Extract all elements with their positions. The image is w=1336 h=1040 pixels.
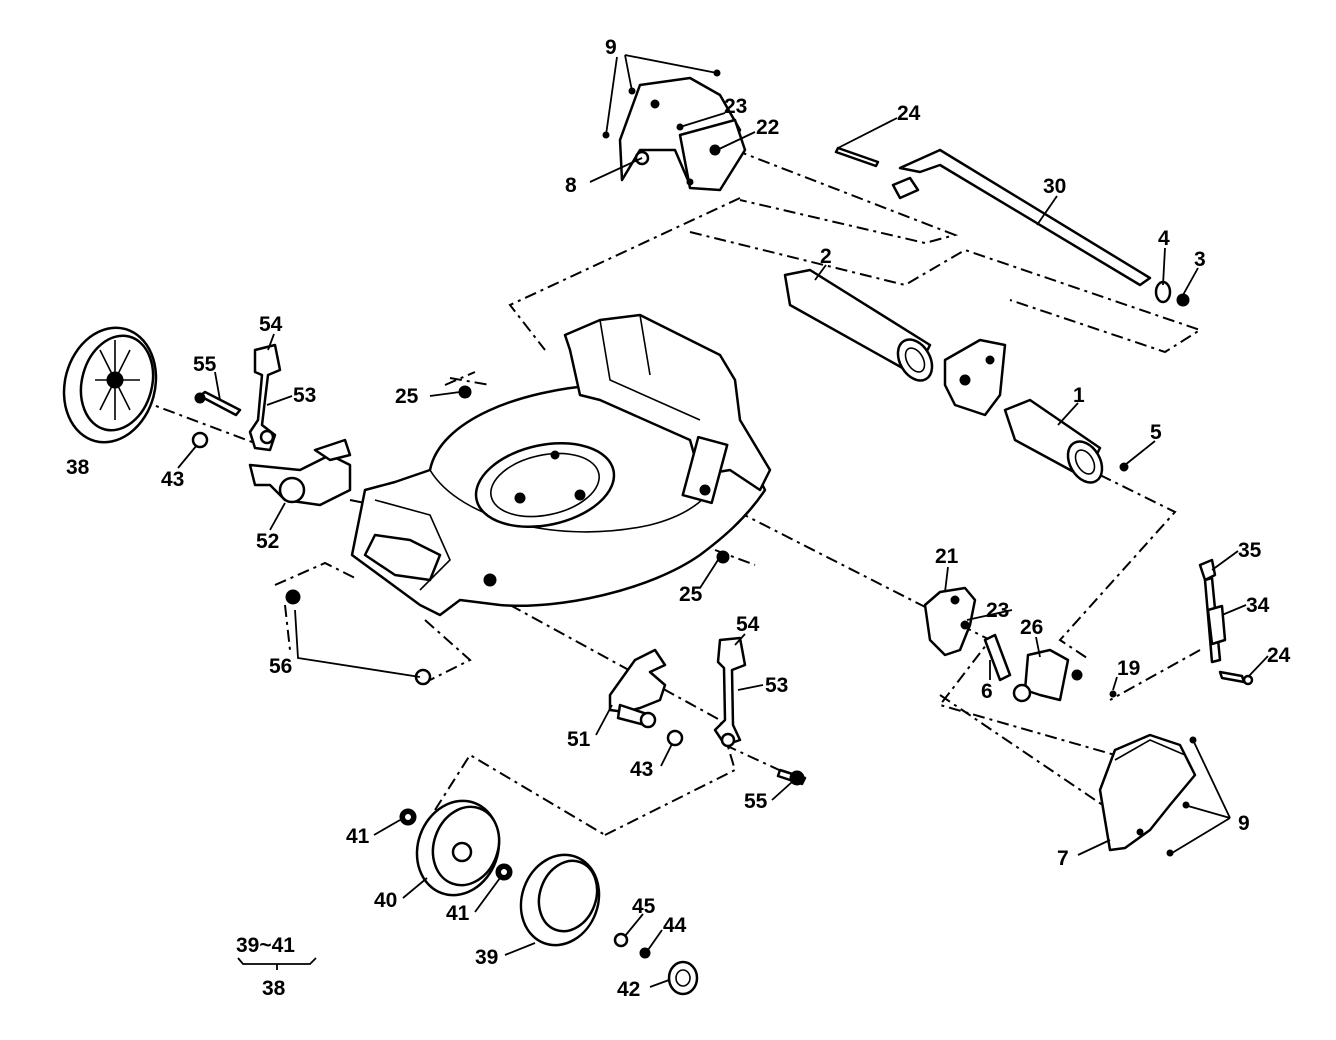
callout-19: 19 (1117, 657, 1140, 680)
callout-43-bottom: 43 (630, 758, 653, 781)
height-adjust-rod-assembly (834, 146, 1190, 307)
callout-23-right: 23 (986, 599, 1009, 622)
rear-bracket-assembly (602, 69, 747, 192)
callout-4: 4 (1158, 227, 1170, 250)
right-front-cover (1098, 733, 1197, 857)
callout-1: 1 (1073, 384, 1085, 407)
callout-35: 35 (1238, 539, 1262, 562)
callout-54-left: 54 (259, 313, 283, 336)
callout-7: 7 (1057, 847, 1069, 870)
front-wheel-parts (399, 799, 699, 996)
callout-3: 3 (1194, 248, 1206, 271)
callout-22: 22 (756, 116, 779, 139)
callout-39: 39 (475, 946, 498, 969)
left-height-lever-parts (191, 343, 352, 507)
callout-23-top: 23 (724, 95, 747, 118)
callout-43-left: 43 (161, 468, 184, 491)
callout-2: 2 (820, 245, 832, 268)
callout-24-right: 24 (1267, 644, 1291, 667)
callout-41-lower: 41 (446, 902, 470, 925)
callout-leader-lines (177, 54, 1269, 988)
callout-55-left: 55 (193, 353, 217, 376)
callout-53-bottom: 53 (765, 674, 788, 697)
callout-45: 45 (632, 895, 656, 918)
callout-40: 40 (374, 889, 397, 912)
callout-53-left: 53 (293, 384, 316, 407)
callout-56: 56 (269, 655, 292, 678)
callout-9-top: 9 (605, 36, 617, 59)
legend-assembly: 38 (262, 977, 286, 1000)
right-gear-bracket-parts (923, 586, 1117, 703)
callout-26: 26 (1020, 616, 1043, 639)
callout-38: 38 (66, 456, 90, 479)
callout-44: 44 (663, 914, 687, 937)
assembly-guide-lines (139, 149, 1203, 836)
callout-54-bottom: 54 (736, 613, 760, 636)
callout-8: 8 (565, 174, 577, 197)
front-lever-parts (608, 636, 807, 786)
callout-21: 21 (935, 545, 959, 568)
callout-51: 51 (567, 728, 591, 751)
callout-6: 6 (981, 680, 993, 703)
right-height-link-parts (1198, 558, 1254, 686)
rear-wheel-assembly (62, 326, 158, 444)
callout-5: 5 (1150, 421, 1162, 444)
legend-range: 39~41 (236, 934, 295, 957)
callout-9-right: 9 (1238, 812, 1250, 835)
callout-30: 30 (1043, 175, 1066, 198)
callout-52: 52 (256, 530, 279, 553)
callout-numbers: 9 23 22 8 24 30 4 3 2 1 5 54 55 53 25 38… (66, 36, 1291, 1001)
callout-41-upper: 41 (346, 825, 370, 848)
callout-25-bottom: 25 (679, 583, 703, 606)
callout-34: 34 (1246, 594, 1270, 617)
callout-42: 42 (617, 978, 640, 1001)
callout-24-top: 24 (897, 102, 921, 125)
mower-deck-housing (350, 313, 772, 617)
loose-hardware (285, 589, 432, 686)
roller-tubes (783, 268, 1129, 484)
callout-55-bottom: 55 (744, 790, 768, 813)
callout-25-top: 25 (395, 385, 419, 408)
